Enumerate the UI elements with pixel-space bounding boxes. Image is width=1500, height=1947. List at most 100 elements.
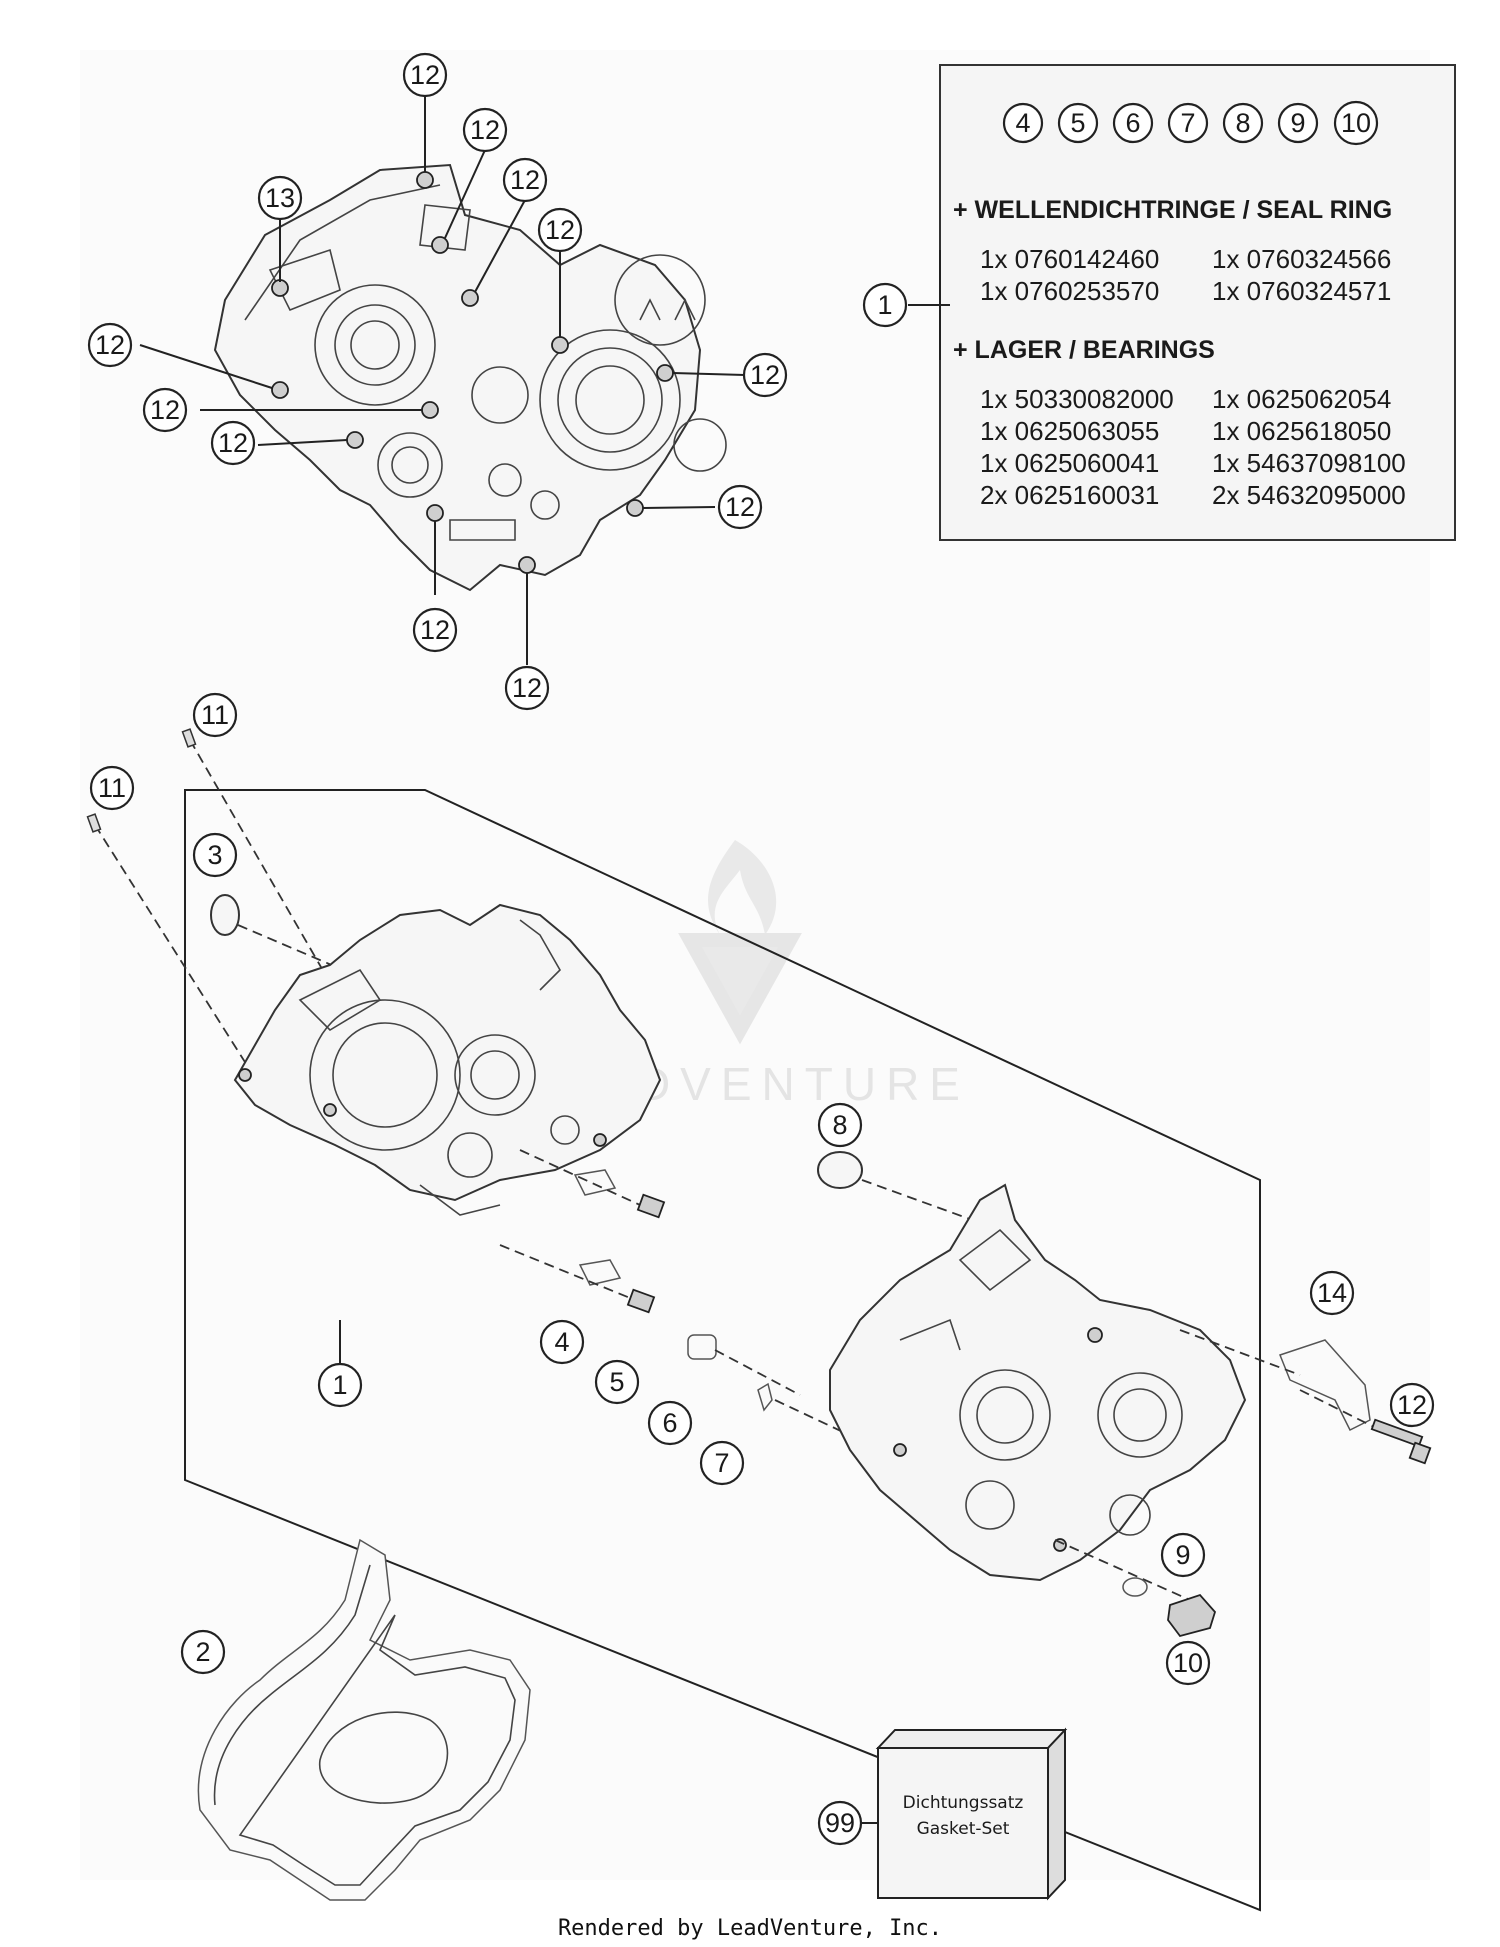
sleeve-6	[687, 1334, 717, 1360]
svg-text:2: 2	[195, 1637, 210, 1667]
callout-2: 2	[180, 1629, 226, 1675]
svg-text:12: 12	[510, 165, 540, 195]
bearing-part: 1x 0625062054	[1212, 384, 1391, 414]
callout-13: 13	[257, 175, 303, 221]
svg-text:12: 12	[725, 492, 755, 522]
callout-8: 8	[817, 1102, 863, 1148]
bearing-part: 1x 50330082000	[980, 384, 1174, 414]
svg-text:12: 12	[545, 215, 575, 245]
svg-text:7: 7	[1180, 108, 1195, 138]
bearing-part: 2x 0625160031	[980, 480, 1159, 510]
bearing-part: 1x 54637098100	[1212, 448, 1406, 478]
svg-text:10: 10	[1341, 108, 1371, 138]
svg-text:13: 13	[265, 183, 295, 213]
callout-99: 99	[817, 1800, 863, 1846]
info-item-5: 5	[1057, 102, 1099, 144]
svg-text:12: 12	[470, 115, 500, 145]
gasket-set-label-en: Gasket-Set	[917, 1819, 1010, 1839]
seal-ring-3	[210, 894, 240, 936]
info-callout-1: 1	[862, 282, 908, 328]
callout-12: 12	[537, 207, 583, 253]
callout-4: 4	[539, 1319, 585, 1365]
callout-12: 12	[717, 484, 763, 530]
callout-1: 1	[317, 1362, 363, 1408]
dowel-pin	[181, 728, 197, 748]
seal-ring-part: 1x 0760324571	[1212, 276, 1391, 306]
guide-14	[1279, 1339, 1371, 1432]
svg-text:11: 11	[98, 773, 126, 803]
callout-7: 7	[699, 1440, 745, 1486]
callout-12: 12	[1389, 1382, 1435, 1428]
callout-10: 10	[1165, 1640, 1211, 1686]
info-item-7: 7	[1167, 102, 1209, 144]
callout-12: 12	[462, 107, 508, 153]
seal-ring-part: 1x 0760253570	[980, 276, 1159, 306]
svg-text:12: 12	[218, 428, 248, 458]
callout-5: 5	[594, 1359, 640, 1405]
svg-text:12: 12	[150, 395, 180, 425]
seal-ring-part: 1x 0760324566	[1212, 244, 1391, 274]
washer-9	[1122, 1577, 1148, 1597]
svg-text:8: 8	[832, 1110, 847, 1140]
svg-text:9: 9	[1175, 1540, 1190, 1570]
callout-12: 12	[142, 387, 188, 433]
dowel-pin	[86, 813, 102, 833]
seal-ring-part: 1x 0760142460	[980, 244, 1159, 274]
exploded-callouts: 11 11 3 1 4 5 6 7 8 14 12 9 10 2 99	[89, 692, 1435, 1846]
case-assembly-frame	[184, 789, 1261, 1912]
info-item-10: 10	[1333, 100, 1379, 146]
svg-text:4: 4	[1015, 108, 1030, 138]
callout-14: 14	[1309, 1270, 1355, 1316]
callout-12: 12	[502, 157, 548, 203]
svg-text:1: 1	[332, 1370, 347, 1400]
svg-text:14: 14	[1317, 1278, 1347, 1308]
bearing-part: 1x 0625060041	[980, 448, 1159, 478]
svg-text:12: 12	[1397, 1390, 1427, 1420]
svg-text:12: 12	[750, 360, 780, 390]
callout-12: 12	[504, 665, 550, 711]
svg-text:12: 12	[95, 330, 125, 360]
bearing-part: 2x 54632095000	[1212, 480, 1406, 510]
info-item-6: 6	[1112, 102, 1154, 144]
svg-text:11: 11	[201, 700, 229, 730]
callout-12: 12	[210, 420, 256, 466]
seal-ring-heading: + WELLENDICHTRINGE / SEAL RING	[953, 196, 1392, 224]
right-case-half	[829, 1183, 1247, 1582]
callout-12: 12	[402, 52, 448, 98]
svg-text:9: 9	[1290, 108, 1305, 138]
bearing-part: 1x 0625618050	[1212, 416, 1391, 446]
svg-text:7: 7	[714, 1448, 729, 1478]
bearing-part: 1x 0625063055	[980, 416, 1159, 446]
callout-3: 3	[192, 832, 238, 878]
bearings-heading: + LAGER / BEARINGS	[953, 336, 1215, 364]
info-item-8: 8	[1222, 102, 1264, 144]
exploded-assembly: Dichtungssatz Gasket-Set	[86, 728, 1432, 1912]
callout-6: 6	[647, 1400, 693, 1446]
left-case-half	[233, 903, 662, 1216]
svg-text:6: 6	[662, 1408, 677, 1438]
callout-12: 12	[87, 322, 133, 368]
info-box-frame	[939, 64, 1456, 541]
info-item-9: 9	[1277, 102, 1319, 144]
footer-credit: Rendered by LeadVenture, Inc.	[558, 1916, 942, 1941]
svg-text:4: 4	[554, 1327, 569, 1357]
callout-11: 11	[192, 692, 238, 738]
svg-text:1: 1	[877, 290, 892, 320]
callout-11: 11	[89, 765, 135, 811]
svg-text:8: 8	[1235, 108, 1250, 138]
drain-plug-10	[1167, 1593, 1217, 1638]
svg-text:99: 99	[825, 1808, 855, 1838]
callout-9: 9	[1160, 1532, 1206, 1578]
svg-text:12: 12	[420, 615, 450, 645]
gasket-set-label-de: Dichtungssatz	[903, 1793, 1024, 1813]
svg-text:5: 5	[1070, 108, 1085, 138]
crankcase-gasket-2	[197, 1538, 531, 1901]
svg-text:10: 10	[1173, 1648, 1203, 1678]
top-view-leaders	[139, 95, 746, 665]
crankcase-top-view	[213, 163, 727, 592]
svg-text:5: 5	[609, 1367, 624, 1397]
info-item-4: 4	[1002, 102, 1044, 144]
pin-7	[757, 1382, 773, 1412]
callout-12: 12	[412, 607, 458, 653]
